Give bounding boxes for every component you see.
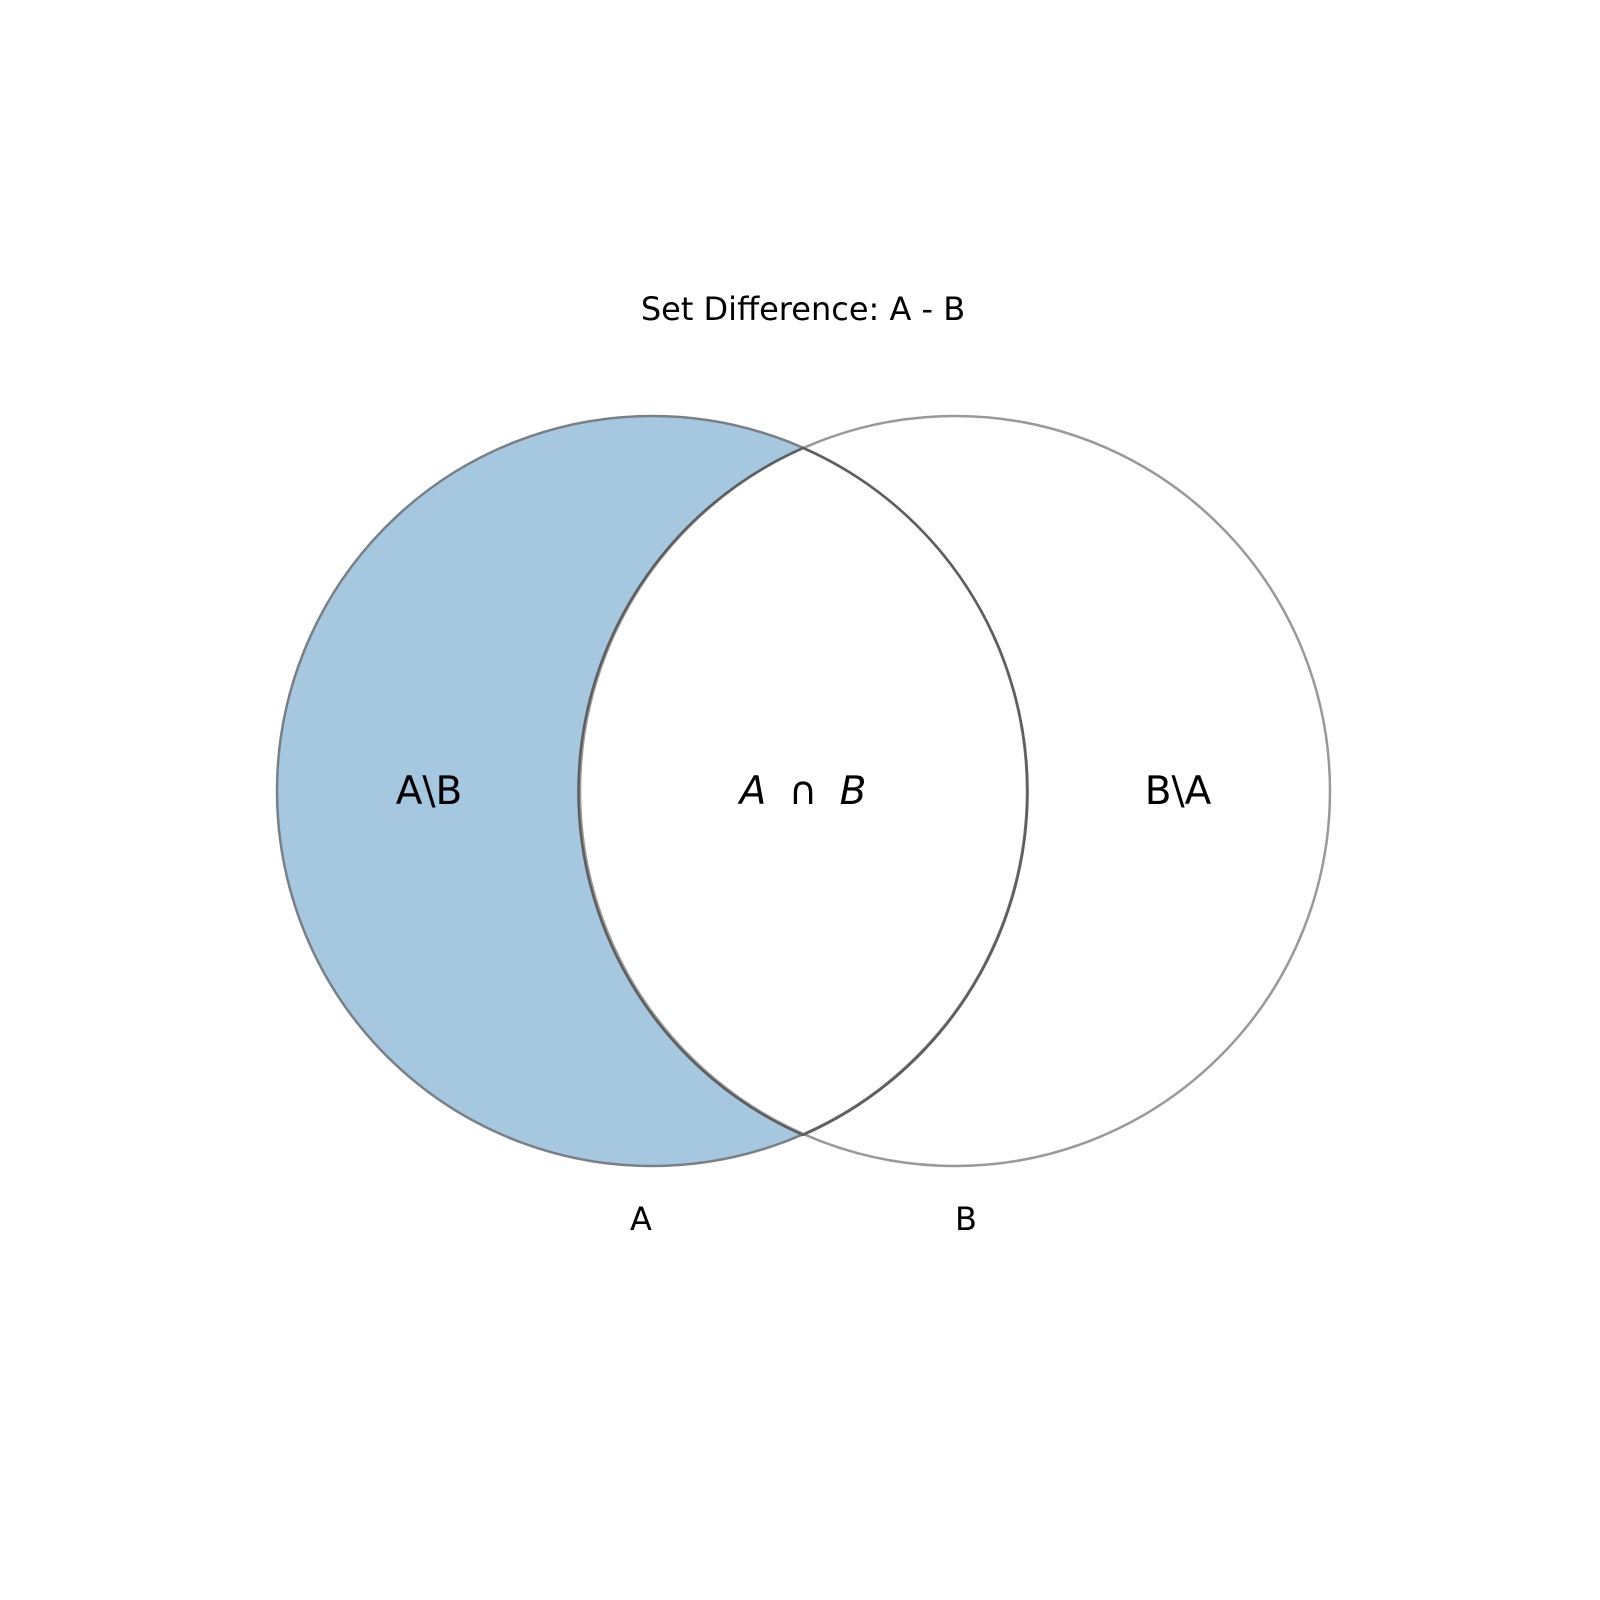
- intersection-left-operand: A: [737, 769, 767, 814]
- intersection-operator: ∩: [789, 769, 818, 814]
- region-a-minus-b: [277, 416, 803, 1167]
- intersection-right-operand: B: [840, 769, 867, 814]
- region-label-intersection: A ∩ B: [737, 769, 867, 814]
- set-b-circle: [578, 414, 1332, 1168]
- region-label-b-minus-a: B\A: [1145, 769, 1212, 814]
- region-label-a-minus-b: A\B: [396, 769, 463, 814]
- diagram-title: Set Difference: A - B: [641, 290, 965, 328]
- set-a-label: A: [630, 1200, 652, 1238]
- intersection-outline: [577, 446, 1029, 1137]
- set-b-label: B: [955, 1200, 977, 1238]
